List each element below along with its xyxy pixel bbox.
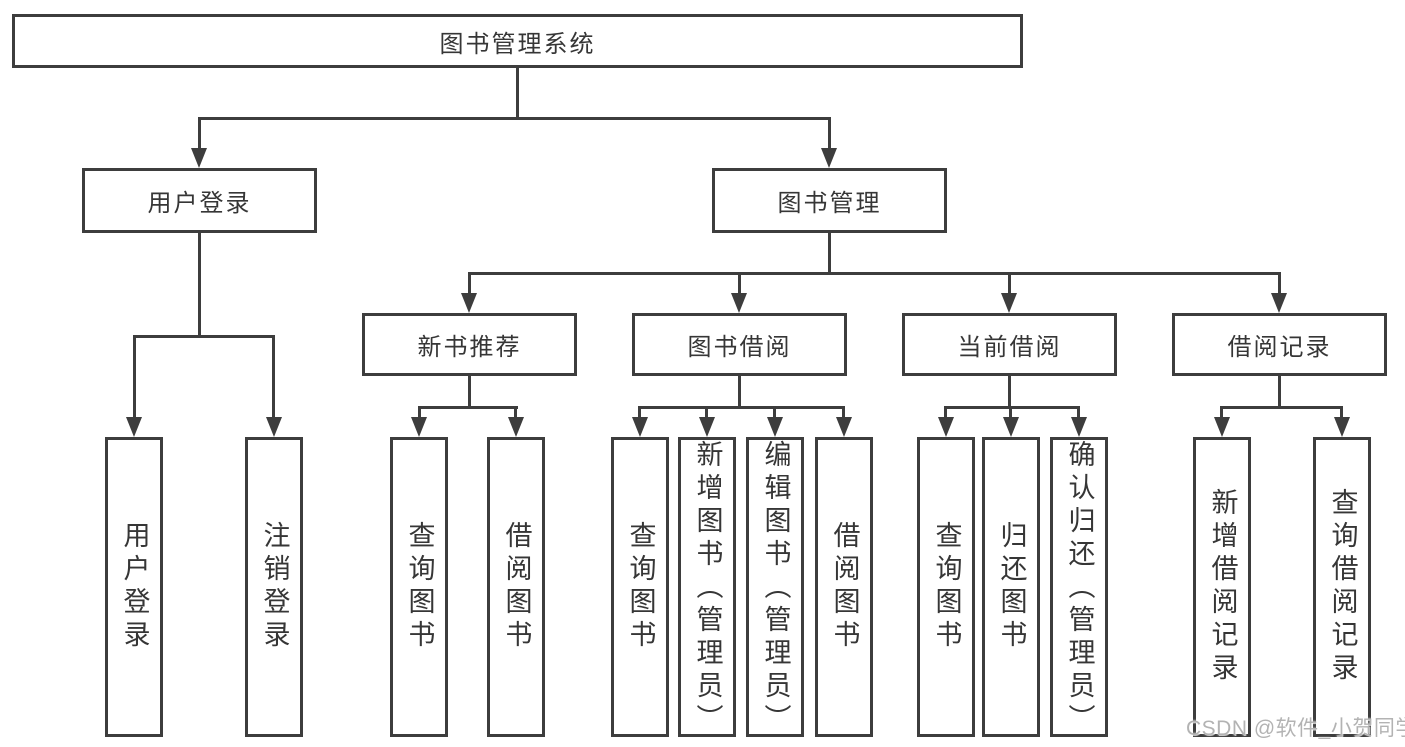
leaf-query-books-borrow-label: 查询图书: [625, 521, 656, 653]
node-borrow-records: 借阅记录: [1172, 313, 1387, 376]
arrow-bb1: [632, 417, 648, 437]
connector-drop-br1: [1220, 406, 1223, 421]
leaf-add-books-admin: 新增图书（管理员）: [678, 437, 736, 737]
node-current-borrow: 当前借阅: [902, 313, 1117, 376]
node-root: 图书管理系统: [12, 14, 1023, 68]
arrow-cb3: [1071, 417, 1087, 437]
connector-root-bus: [198, 117, 831, 120]
connector-drop-cb3: [1077, 406, 1080, 421]
arrow-br2: [1334, 417, 1350, 437]
arrow-bb4: [836, 417, 852, 437]
leaf-user-login: 用户登录: [105, 437, 163, 737]
leaf-return-books-label: 归还图书: [996, 521, 1027, 653]
node-book-borrow-label: 图书借阅: [687, 334, 792, 361]
arrow-br1: [1214, 417, 1230, 437]
arrow-leaf-user-login: [126, 417, 142, 437]
node-borrow-records-label: 借阅记录: [1227, 334, 1332, 361]
connector-drop-cb1: [944, 406, 947, 421]
connector-drop-bb1: [638, 406, 641, 421]
connector-drop-borrow-records: [1278, 272, 1281, 297]
connector-root-stem: [516, 68, 519, 117]
watermark: CSDN @软件_小贺同学: [1186, 717, 1405, 740]
arrow-cb2: [1003, 417, 1019, 437]
arrow-user-login: [191, 148, 207, 168]
node-user-login: 用户登录: [82, 168, 317, 233]
leaf-query-borrow-record-label: 查询借阅记录: [1327, 488, 1358, 686]
leaf-add-borrow-record-label: 新增借阅记录: [1207, 488, 1238, 686]
node-new-book-recommend-label: 新书推荐: [417, 334, 522, 361]
node-book-management: 图书管理: [712, 168, 947, 233]
connector-new-book-bus: [418, 406, 518, 409]
leaf-logout: 注销登录: [245, 437, 303, 737]
node-book-borrow: 图书借阅: [632, 313, 847, 376]
leaf-borrow-books-recommend: 借阅图书: [487, 437, 545, 737]
arrow-book-management: [821, 148, 837, 168]
leaf-edit-books-admin: 编辑图书（管理员）: [746, 437, 804, 737]
arrow-bb2: [699, 417, 715, 437]
leaf-query-books-recommend-label: 查询图书: [404, 521, 435, 653]
leaf-return-books: 归还图书: [982, 437, 1040, 737]
leaf-confirm-return-admin-label: 确认归还（管理员）: [1064, 440, 1095, 737]
connector-drop-br2: [1340, 406, 1343, 421]
leaf-borrow-books: 借阅图书: [815, 437, 873, 737]
leaf-query-books-current: 查询图书: [917, 437, 975, 737]
connector-drop-book-borrow: [738, 272, 741, 297]
node-user-login-label: 用户登录: [147, 190, 252, 217]
leaf-confirm-return-admin: 确认归还（管理员）: [1050, 437, 1108, 737]
arrow-book-borrow: [731, 293, 747, 313]
leaf-add-books-admin-label: 新增图书（管理员）: [692, 440, 723, 737]
connector-current-borrow-stem: [1008, 376, 1011, 409]
leaf-logout-label: 注销登录: [259, 521, 290, 653]
leaf-edit-books-admin-label: 编辑图书（管理员）: [760, 440, 791, 737]
connector-drop-nb1: [418, 406, 421, 421]
node-new-book-recommend: 新书推荐: [362, 313, 577, 376]
connector-user-login-bus: [133, 335, 275, 338]
arrow-leaf-logout: [266, 417, 282, 437]
arrow-nb2: [508, 417, 524, 437]
arrow-bb3: [767, 417, 783, 437]
connector-drop-cb2: [1009, 406, 1012, 421]
connector-book-management-bus: [468, 272, 1281, 275]
arrow-borrow-records: [1271, 293, 1287, 313]
connector-drop-user-login: [198, 117, 201, 152]
arrow-cb1: [938, 417, 954, 437]
connector-book-borrow-stem: [738, 376, 741, 409]
connector-drop-bb3: [773, 406, 776, 421]
connector-borrow-records-bus: [1220, 406, 1343, 409]
node-current-borrow-label: 当前借阅: [957, 334, 1062, 361]
connector-book-borrow-bus: [638, 406, 845, 409]
arrow-new-book: [461, 293, 477, 313]
connector-drop-nb2: [514, 406, 517, 421]
node-book-management-label: 图书管理: [777, 190, 882, 217]
leaf-borrow-books-label: 借阅图书: [829, 521, 860, 653]
leaf-query-borrow-record: 查询借阅记录: [1313, 437, 1371, 737]
leaf-user-login-label: 用户登录: [119, 521, 150, 653]
leaf-query-books-current-label: 查询图书: [931, 521, 962, 653]
connector-drop-bb4: [842, 406, 845, 421]
leaf-borrow-books-recommend-label: 借阅图书: [501, 521, 532, 653]
connector-user-login-stem: [198, 233, 201, 335]
connector-drop-bb2: [705, 406, 708, 421]
connector-drop-book-management: [828, 117, 831, 152]
leaf-query-books-borrow: 查询图书: [611, 437, 669, 737]
connector-book-management-stem: [828, 233, 831, 275]
connector-borrow-records-stem: [1278, 376, 1281, 409]
node-root-label: 图书管理系统: [439, 30, 596, 58]
leaf-add-borrow-record: 新增借阅记录: [1193, 437, 1251, 737]
arrow-nb1: [411, 417, 427, 437]
leaf-query-books-recommend: 查询图书: [390, 437, 448, 737]
connector-drop-current-borrow: [1008, 272, 1011, 297]
arrow-current-borrow: [1001, 293, 1017, 313]
connector-drop-leaf-logout: [272, 335, 275, 421]
connector-new-book-stem: [468, 376, 471, 409]
connector-current-borrow-bus: [944, 406, 1080, 409]
connector-drop-leaf-user-login: [133, 335, 136, 421]
connector-drop-new-book: [468, 272, 471, 297]
